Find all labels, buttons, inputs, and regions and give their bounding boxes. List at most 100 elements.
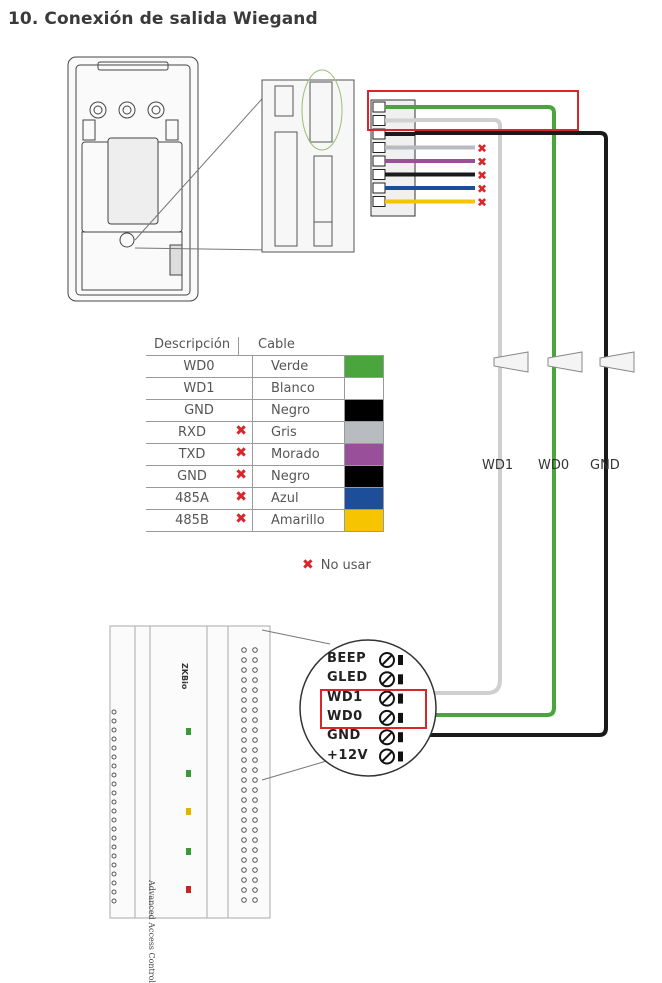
- terminal-pin: [252, 857, 258, 863]
- terminal-pin: [241, 677, 247, 683]
- controller-board: ZKBio: [109, 625, 331, 919]
- terminal-socket: [398, 674, 403, 685]
- wire-row: 485B✖Amarillo: [146, 509, 384, 532]
- terminal-pin: [241, 877, 247, 883]
- wire-color-swatch: [344, 421, 384, 444]
- terminal-pin: [252, 707, 258, 713]
- screw-slot: [381, 750, 393, 763]
- terminal-pin: [252, 647, 258, 653]
- terminal-pin: [111, 736, 117, 742]
- terminal-pin: [241, 787, 247, 793]
- wire-row: RXD✖Gris: [146, 421, 384, 444]
- terminal-pin: [252, 667, 258, 673]
- terminal-pin: [111, 727, 117, 733]
- terminal-socket: [398, 712, 403, 723]
- reader-device: [67, 56, 271, 302]
- terminal-pin: [111, 808, 117, 814]
- wire-cable: Blanco: [252, 377, 345, 400]
- terminal-pin: [241, 897, 247, 903]
- terminal-socket: [398, 732, 403, 743]
- terminal-pin: [241, 867, 247, 873]
- wire-cable: Morado: [252, 443, 345, 466]
- terminal-pin: [111, 853, 117, 859]
- wire-desc: GND✖: [146, 465, 253, 488]
- terminal-pin: [252, 847, 258, 853]
- terminal-pin: [241, 707, 247, 713]
- no-use-icon: ✖: [235, 445, 247, 461]
- terminal-pin: [111, 745, 117, 751]
- wire-cable: Azul: [252, 487, 345, 510]
- wire-row: GND✖Negro: [146, 465, 384, 488]
- terminal-pin: [111, 790, 117, 796]
- terminal-label: WD0: [327, 708, 363, 724]
- header-divider: [238, 337, 239, 355]
- connector-pin: [372, 196, 386, 207]
- terminal-pin: [252, 837, 258, 843]
- legend-label: No usar: [320, 558, 371, 573]
- terminal-pin: [111, 817, 117, 823]
- wire-desc: WD1: [146, 377, 253, 400]
- legend: ✖No usar: [302, 557, 371, 573]
- no-use-icon: ✖: [477, 142, 487, 156]
- wire-desc: 485B✖: [146, 509, 253, 532]
- no-use-icon: ✖: [235, 423, 247, 439]
- wire-color-swatch: [344, 355, 384, 378]
- terminal-pin: [252, 777, 258, 783]
- wiring-diagram: ✖ ✖ ✖ ✖ ✖ ZKBio: [67, 56, 635, 919]
- wire-color-swatch: [344, 443, 384, 466]
- harness-highlight: [367, 90, 579, 131]
- terminal-pin: [252, 887, 258, 893]
- terminal-pin: [241, 817, 247, 823]
- terminal-pin: [252, 717, 258, 723]
- wire-cable: Gris: [252, 421, 345, 444]
- terminal-pin: [241, 647, 247, 653]
- terminal-pin: [252, 677, 258, 683]
- wire-cable: Negro: [252, 399, 345, 422]
- wire-desc: 485A✖: [146, 487, 253, 510]
- terminal-label: GND: [327, 728, 361, 744]
- terminal-pin: [241, 657, 247, 663]
- terminal-pin: [241, 727, 247, 733]
- terminal-pin: [241, 797, 247, 803]
- terminal-pin: [111, 718, 117, 724]
- svg-text:ZKBio: ZKBio: [180, 663, 189, 690]
- wire-color-swatch: [344, 465, 384, 488]
- no-use-icon: ✖: [477, 196, 487, 210]
- terminal-pin: [252, 687, 258, 693]
- table-header-cable: Cable: [258, 337, 295, 352]
- no-use-icon: ✖: [235, 511, 247, 527]
- terminal-pin: [252, 877, 258, 883]
- terminal-pin: [252, 797, 258, 803]
- terminal-pin: [111, 898, 117, 904]
- wire-color-swatch: [344, 509, 384, 532]
- terminal-pin: [241, 777, 247, 783]
- connector-pin: [372, 142, 386, 153]
- table-header-desc: Descripción: [154, 337, 231, 352]
- terminal-highlight: [320, 689, 427, 729]
- wire-row: 485A✖Azul: [146, 487, 384, 510]
- terminal-pin: [111, 781, 117, 787]
- terminal-pin: [241, 737, 247, 743]
- terminal-pin: [111, 862, 117, 868]
- terminal-pin: [241, 827, 247, 833]
- wire-label-wd0: WD0: [538, 458, 570, 473]
- connector-pin: [372, 155, 386, 167]
- terminal-pin: [241, 757, 247, 763]
- terminal-pin: [252, 727, 258, 733]
- terminal-socket: [398, 751, 403, 762]
- wire-row: TXD✖Morado: [146, 443, 384, 466]
- wire-label-wd1: WD1: [482, 458, 514, 473]
- wire-desc: RXD✖: [146, 421, 253, 444]
- wire-desc: WD0: [146, 355, 253, 378]
- terminal-pin: [241, 687, 247, 693]
- terminal-magnifier: [299, 639, 437, 777]
- wire-harness: ✖✖✖✖✖: [370, 99, 487, 217]
- terminal-pin: [111, 826, 117, 832]
- screw-slot: [381, 712, 393, 724]
- screw-slot: [381, 731, 393, 743]
- wire-color-swatch: [344, 399, 384, 422]
- terminal-label: GLED: [327, 670, 368, 686]
- terminal-pin: [241, 857, 247, 863]
